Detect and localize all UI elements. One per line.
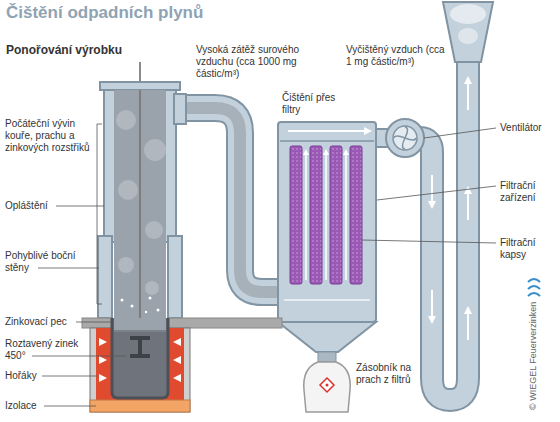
smoke-puff <box>116 110 136 130</box>
logo <box>528 279 540 296</box>
copyright-watermark: © WIEGEL Feuerverzinken <box>528 302 539 410</box>
burner <box>173 374 181 382</box>
furnace <box>82 62 282 412</box>
movable-side-wall <box>168 236 182 318</box>
filter-bag <box>310 146 322 284</box>
zinc-kettle <box>112 318 168 398</box>
flow-arrow <box>467 80 469 110</box>
crane-rod <box>139 62 141 340</box>
fan-housing <box>386 119 424 157</box>
logo-mark <box>528 279 540 282</box>
leader-lines <box>32 124 496 406</box>
smoke-puff <box>145 281 159 295</box>
leader-line <box>38 268 99 269</box>
smoke-puff <box>144 139 166 161</box>
leader-line <box>44 406 96 407</box>
flow-arrow <box>325 152 327 280</box>
pipe-body <box>405 58 468 400</box>
leader-line <box>32 356 126 357</box>
bracket <box>97 124 102 304</box>
flow-arrow <box>431 290 433 320</box>
part-label: Zásobník na prach z filtrů <box>356 362 428 386</box>
leader-line <box>362 240 496 243</box>
dust-hopper <box>278 322 376 352</box>
warning-sign <box>320 378 334 392</box>
fan-blades <box>394 127 416 149</box>
part-label: Zinkovací pec <box>5 316 93 328</box>
dust-bag <box>304 362 350 412</box>
part-label: Hořáky <box>5 370 93 382</box>
subtitle: Ponořování výrobku <box>6 43 176 57</box>
zinc-splash <box>145 311 147 313</box>
zinc-splash <box>121 299 124 302</box>
raw-air-duct <box>180 108 286 292</box>
part-label: Filtrační kapsy <box>500 237 555 261</box>
smoke-puff <box>118 180 138 200</box>
filter-housing <box>278 122 376 322</box>
warning-dot <box>326 384 329 387</box>
crane-rod <box>139 90 141 340</box>
duct-outline <box>180 108 286 292</box>
exhaust-pipe <box>405 2 493 400</box>
fan <box>386 119 424 157</box>
part-label: Filtrační zařízení <box>500 180 555 204</box>
logo-mark <box>528 293 540 296</box>
burner <box>173 356 181 364</box>
part-label: Ventilátor <box>500 122 555 134</box>
filter-bag <box>350 146 362 284</box>
part-label: Opláštění <box>5 200 93 212</box>
logo-mark <box>528 286 540 289</box>
flow-note: Vysoká zátěž surového vzduchu (cca 1000 … <box>196 44 310 80</box>
zinc-splash <box>131 305 134 308</box>
inlet-flow <box>284 299 370 301</box>
insulation <box>90 400 190 412</box>
zinc-splash <box>149 297 152 300</box>
process-note: Počáteční vývin kouře, prachu a zinkovýc… <box>5 118 93 154</box>
flow-arrow <box>431 175 433 205</box>
flow-arrow <box>305 152 307 280</box>
leader-line <box>424 128 496 138</box>
part-label: Pohyblivé boční stěny <box>5 250 93 274</box>
burner <box>173 338 181 346</box>
part-label: Roztavený zinek 450° <box>5 338 93 362</box>
leader-line <box>42 376 97 377</box>
zinc-splash <box>157 309 160 312</box>
zinc-surface <box>114 331 166 332</box>
flow-note: Čištění přes filtry <box>282 92 354 116</box>
flow-arrow <box>467 310 469 340</box>
filter-plate <box>280 140 374 142</box>
clean-air-haze <box>458 28 478 44</box>
flow-arrow <box>467 190 469 220</box>
burner <box>99 338 107 346</box>
fan-wheel <box>393 126 417 150</box>
duct-flange <box>174 94 186 124</box>
leader-line <box>76 322 112 323</box>
part-label: Izolace <box>5 400 93 412</box>
flow-arrow <box>345 152 347 280</box>
floor-slab <box>168 318 282 328</box>
movable-side-wall <box>98 236 112 318</box>
burner <box>99 356 107 364</box>
smoke-puff <box>145 221 163 239</box>
leader-line <box>56 206 104 207</box>
pipe-outline <box>405 58 468 400</box>
filter-bag <box>330 146 342 284</box>
leader-line <box>377 186 496 200</box>
casing-lip <box>100 82 180 90</box>
steel-beam <box>130 336 150 358</box>
filter-bag <box>290 146 302 284</box>
clean-air-haze <box>450 4 486 24</box>
diagram-title: Čištění odpadních plynů <box>6 3 203 23</box>
duct-body <box>180 108 286 292</box>
duct-smoke <box>180 108 286 292</box>
flow-note: Vyčištěný vzduch (cca 1 mg částic/m³) <box>346 44 448 68</box>
burner <box>99 374 107 382</box>
smoke-column <box>114 318 166 330</box>
chimney-top <box>443 2 493 62</box>
hopper-neck <box>318 352 336 362</box>
smoke-puff <box>118 257 134 273</box>
floor-slab <box>82 318 112 328</box>
flow-arrow <box>288 130 368 132</box>
